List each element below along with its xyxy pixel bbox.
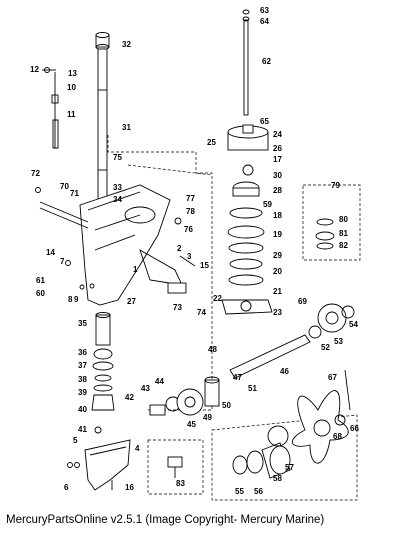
callout-53: 53 — [334, 337, 343, 346]
callout-19: 19 — [273, 230, 282, 239]
callout-64: 64 — [260, 17, 269, 26]
callout-26: 26 — [273, 144, 282, 153]
callout-7: 7 — [60, 257, 65, 266]
callout-62: 62 — [262, 57, 271, 66]
callout-43: 43 — [141, 384, 150, 393]
callout-72: 72 — [31, 169, 40, 178]
callout-75: 75 — [113, 153, 122, 162]
callout-40: 40 — [78, 405, 87, 414]
inset-parts — [167, 218, 335, 478]
callout-73: 73 — [173, 303, 182, 312]
callout-4: 4 — [135, 444, 140, 453]
callout-24: 24 — [273, 130, 282, 139]
callout-17: 17 — [273, 155, 282, 164]
callout-30: 30 — [273, 171, 282, 180]
callout-12: 12 — [30, 65, 39, 74]
skeg-cap — [84, 439, 131, 491]
callout-34: 34 — [113, 195, 122, 204]
callout-51: 51 — [248, 384, 257, 393]
callout-47: 47 — [233, 373, 242, 382]
callout-1: 1 — [133, 265, 138, 274]
callout-3: 3 — [187, 252, 192, 261]
callout-49: 49 — [203, 413, 212, 422]
callout-65: 65 — [260, 117, 269, 126]
callout-74: 74 — [197, 308, 206, 317]
callout-46: 46 — [280, 367, 289, 376]
callout-60: 60 — [36, 289, 45, 298]
callout-9: 9 — [74, 295, 79, 304]
callout-76: 76 — [184, 225, 193, 234]
propeller — [292, 369, 351, 464]
callout-48: 48 — [208, 345, 217, 354]
callout-18: 18 — [273, 211, 282, 220]
callout-14: 14 — [46, 248, 55, 257]
callout-33: 33 — [113, 183, 122, 192]
callout-59: 59 — [263, 200, 272, 209]
prop-shaft-assembly — [149, 303, 355, 416]
callout-2: 2 — [177, 244, 182, 253]
callout-22: 22 — [213, 294, 222, 303]
callout-77: 77 — [186, 194, 195, 203]
callout-35: 35 — [78, 319, 87, 328]
callout-27: 27 — [127, 297, 136, 306]
callout-42: 42 — [125, 393, 134, 402]
drive-shaft — [95, 32, 110, 200]
callout-52: 52 — [321, 343, 330, 352]
callout-11: 11 — [67, 110, 76, 119]
callout-63: 63 — [260, 6, 269, 15]
callout-29: 29 — [273, 251, 282, 260]
callout-16: 16 — [125, 483, 134, 492]
callout-69: 69 — [298, 297, 307, 306]
callout-10: 10 — [67, 83, 76, 92]
callout-61: 61 — [36, 276, 45, 285]
callout-6: 6 — [64, 483, 69, 492]
callout-57: 57 — [285, 463, 294, 472]
callout-56: 56 — [254, 487, 263, 496]
callout-54: 54 — [349, 320, 358, 329]
callout-66: 66 — [350, 424, 359, 433]
callout-79: 79 — [331, 181, 340, 190]
callout-44: 44 — [155, 377, 164, 386]
callout-45: 45 — [187, 420, 196, 429]
shift-linkage — [42, 67, 59, 149]
callout-36: 36 — [78, 348, 87, 357]
callout-81: 81 — [339, 229, 348, 238]
callout-25: 25 — [207, 138, 216, 147]
callout-38: 38 — [78, 375, 87, 384]
callout-15: 15 — [200, 261, 209, 270]
callout-80: 80 — [339, 215, 348, 224]
callout-28: 28 — [273, 186, 282, 195]
callout-39: 39 — [78, 388, 87, 397]
callout-67: 67 — [328, 373, 337, 382]
callout-41: 41 — [78, 425, 87, 434]
callout-20: 20 — [273, 267, 282, 276]
pinion-stack — [91, 312, 115, 434]
bearing-carrier — [232, 425, 291, 479]
shift-rod — [242, 9, 250, 116]
callout-55: 55 — [235, 487, 244, 496]
fasteners — [35, 187, 196, 490]
callout-5: 5 — [73, 436, 78, 445]
water-pump-stack — [221, 124, 273, 315]
callout-68: 68 — [333, 432, 342, 441]
callout-50: 50 — [222, 401, 231, 410]
callout-58: 58 — [273, 474, 282, 483]
gearcase-housing — [79, 184, 187, 306]
callout-32: 32 — [122, 40, 131, 49]
callout-23: 23 — [273, 308, 282, 317]
callout-31: 31 — [122, 123, 131, 132]
callout-82: 82 — [339, 241, 348, 250]
callout-78: 78 — [186, 207, 195, 216]
callout-13: 13 — [68, 69, 77, 78]
callout-21: 21 — [273, 287, 282, 296]
callout-37: 37 — [78, 361, 87, 370]
callout-83: 83 — [176, 479, 185, 488]
callout-8: 8 — [68, 295, 73, 304]
copyright-caption: MercuryPartsOnline v2.5.1 (Image Copyrig… — [6, 514, 325, 526]
callout-71: 71 — [70, 189, 79, 198]
callout-70: 70 — [60, 182, 69, 191]
